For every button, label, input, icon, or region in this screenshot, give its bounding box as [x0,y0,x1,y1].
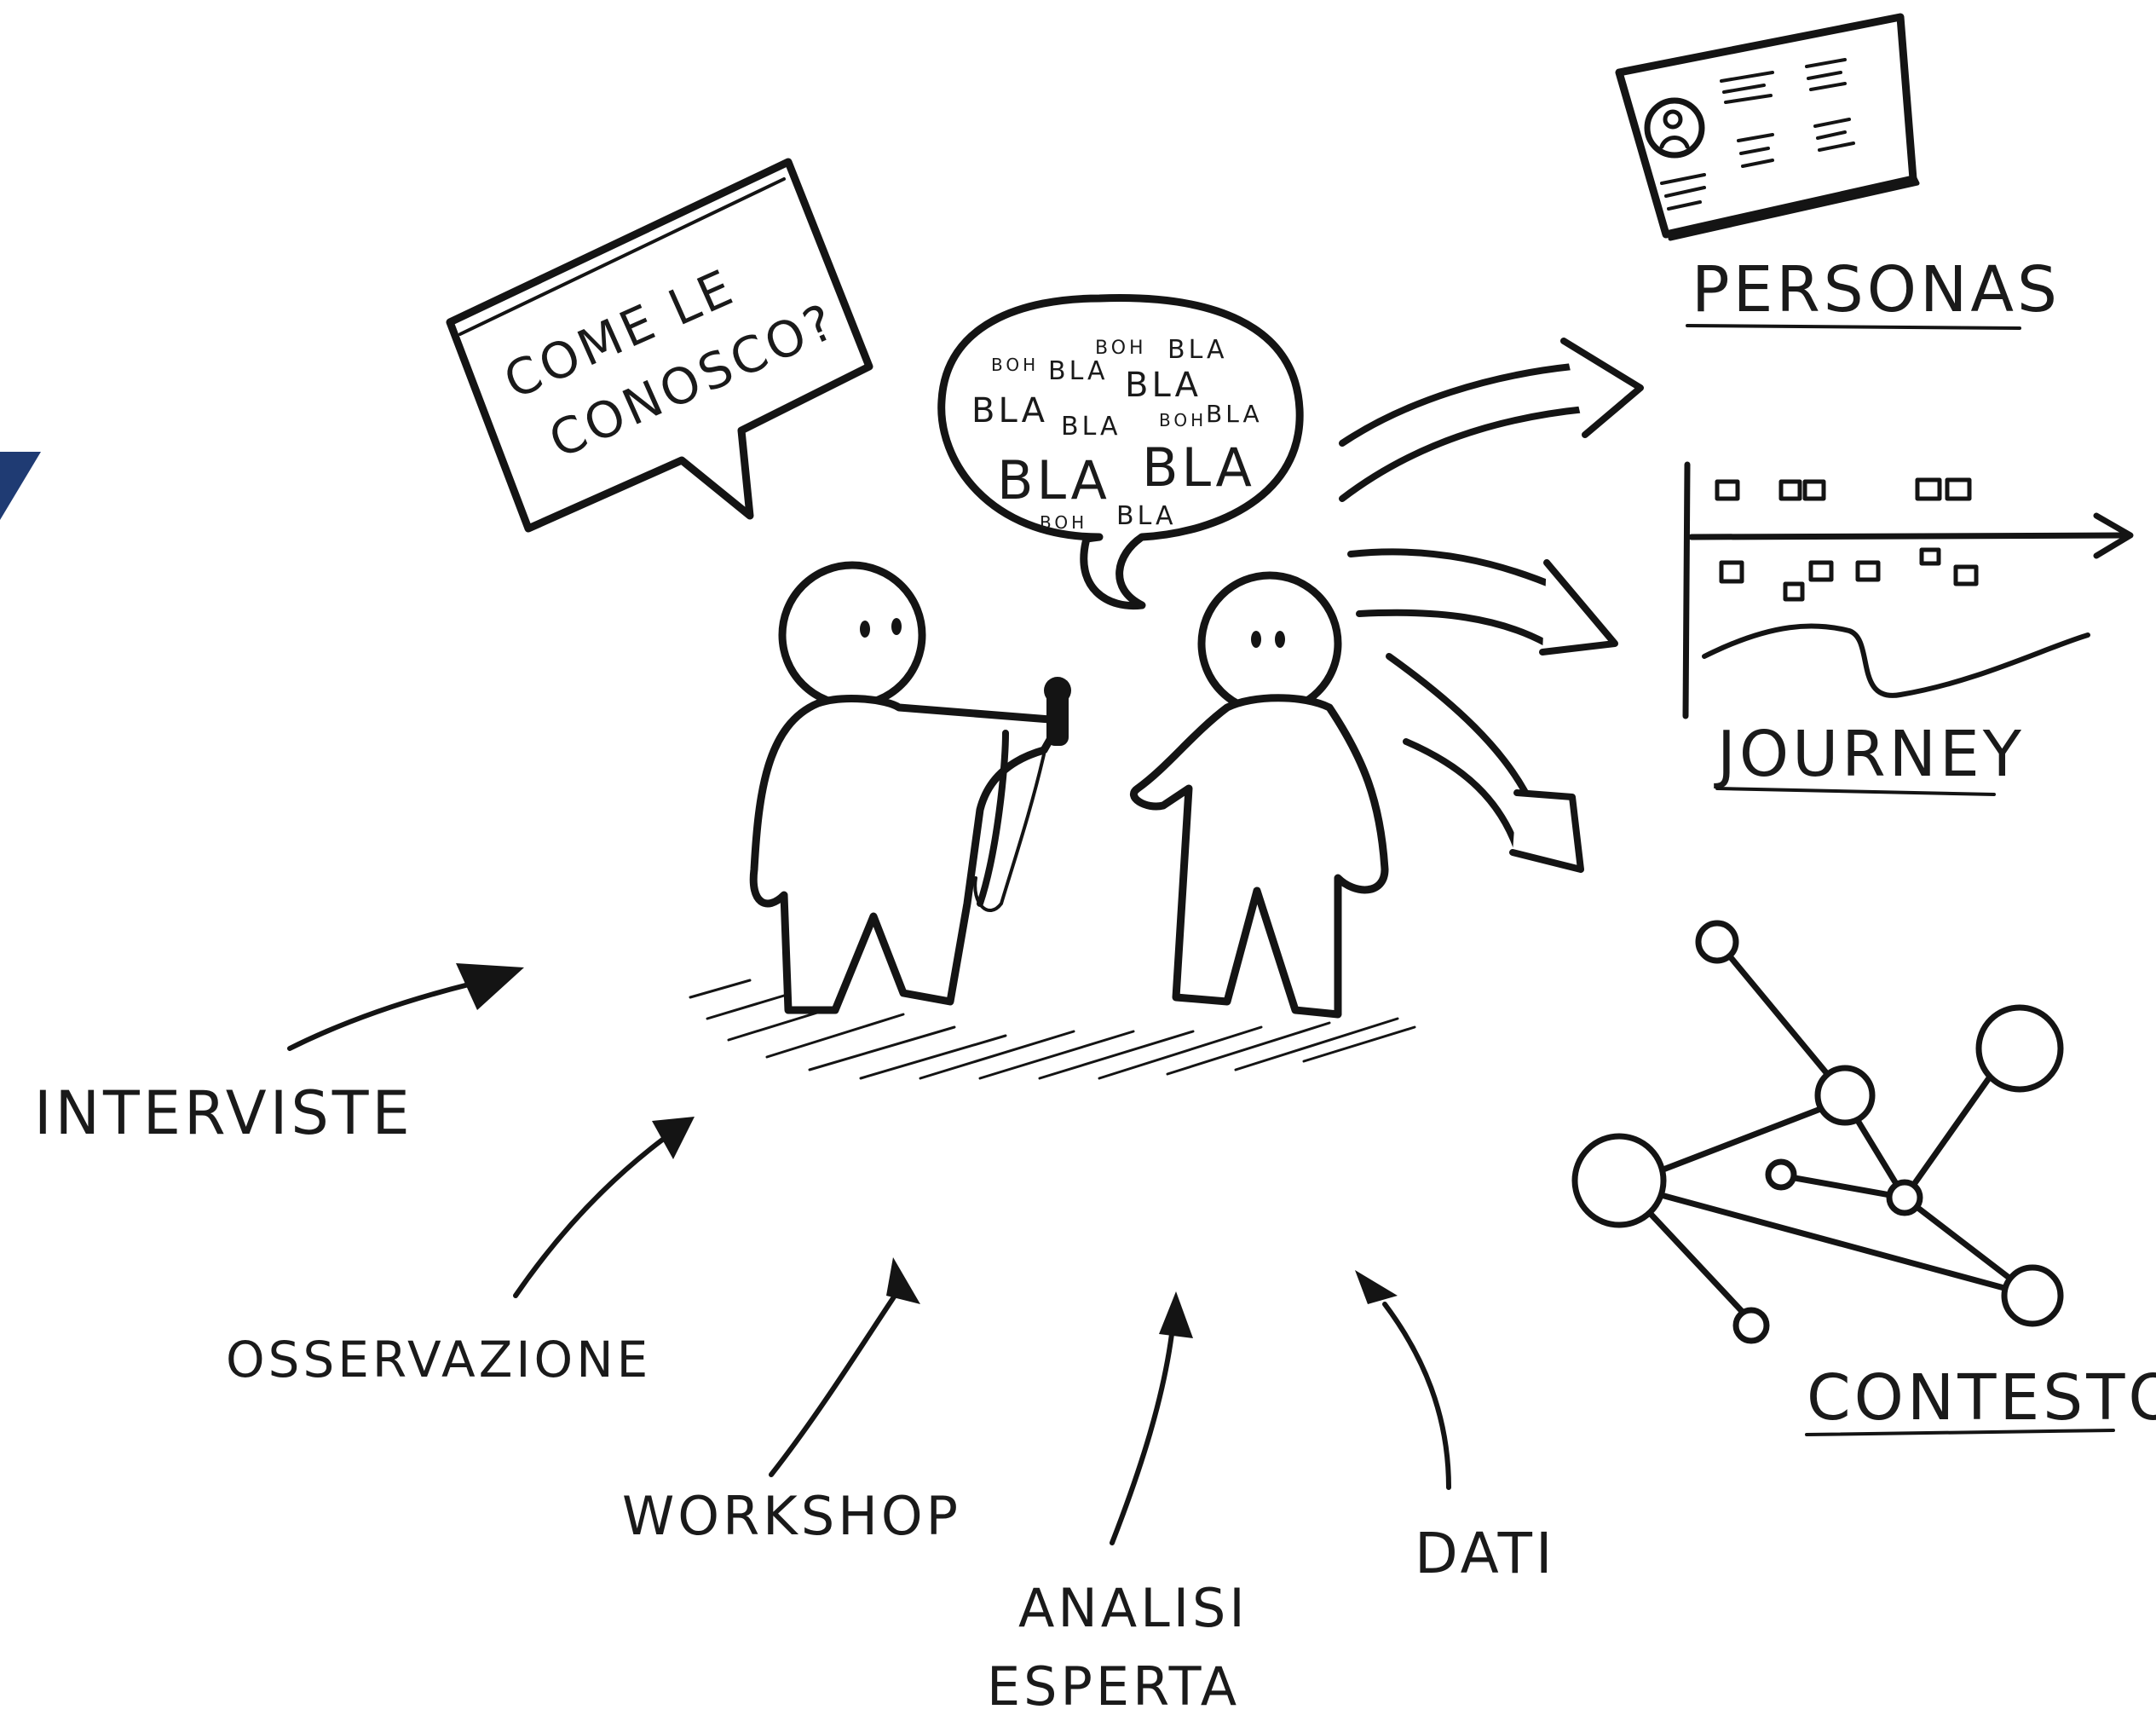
method-osservazione: OSSERVAZIONE [226,1331,651,1389]
chatter-word-8: BLA [1206,400,1263,428]
arrow-interviste [287,963,524,1051]
chatter-word-13: BOH [1040,512,1087,533]
method-interviste: INTERVISTE [34,1078,413,1148]
method-dati: DATI [1415,1521,1555,1586]
arrow-to-contesto [1386,653,1584,873]
network-node [1695,920,1739,964]
question-speech-box: COME LE CONOSCO? [446,158,873,533]
chatter-bubble: BOH BLA BOH BLA BLA BLA BLA BLA BOH BLA … [937,294,1304,610]
chatter-word-12: BLA [1116,501,1177,531]
journey-label: JOURNEY [1714,718,2025,791]
chatter-word-6: BLA [1125,366,1202,405]
method-arrows [287,963,1451,1545]
chatter-word-7: BLA [1061,412,1121,442]
accent-shape [0,452,41,520]
arrow-osservazione [513,1117,695,1298]
interviewer-figure [749,561,1071,1014]
contesto-network [1571,920,2064,1344]
ground-hatching [689,979,1416,1080]
network-node [1814,1065,1876,1126]
chatter-word-2: BLA [1048,356,1109,386]
arrow-analisi [1110,1291,1193,1545]
network-node [1765,1158,1797,1191]
arrow-dati [1355,1270,1451,1490]
network-node [2001,1264,2064,1327]
personas-label: PERSONAS [1692,253,2061,326]
chatter-word-11: BLA [1142,436,1255,499]
contesto-label: CONTESTO [1807,1361,2156,1435]
network-node [1886,1179,1923,1216]
method-analisi-line1: ANALISI [1018,1577,1248,1639]
method-workshop: WORKSHOP [622,1485,961,1547]
network-node [1571,1133,1667,1228]
chatter-word-4: BLA [1167,335,1228,365]
chatter-word-10: BLA [997,449,1110,511]
chatter-word-1: BOH [991,355,1039,375]
avatar-icon [1644,97,1705,159]
interviewee-figure [1130,571,1389,1019]
arrow-to-personas [1339,338,1644,502]
chatter-word-3: BOH [1095,338,1147,359]
network-node [1975,1004,2064,1093]
journey-sketch [1682,461,2134,719]
output-arrows [1339,338,1644,873]
network-node [1732,1307,1770,1344]
personas-card [1615,13,1920,241]
arrow-to-journey [1347,548,1618,655]
chatter-word-9: BOH [1159,410,1207,430]
arrow-workshop [769,1257,920,1477]
method-analisi-line2: ESPERTA [987,1655,1240,1718]
chatter-word-5: BLA [971,391,1048,430]
